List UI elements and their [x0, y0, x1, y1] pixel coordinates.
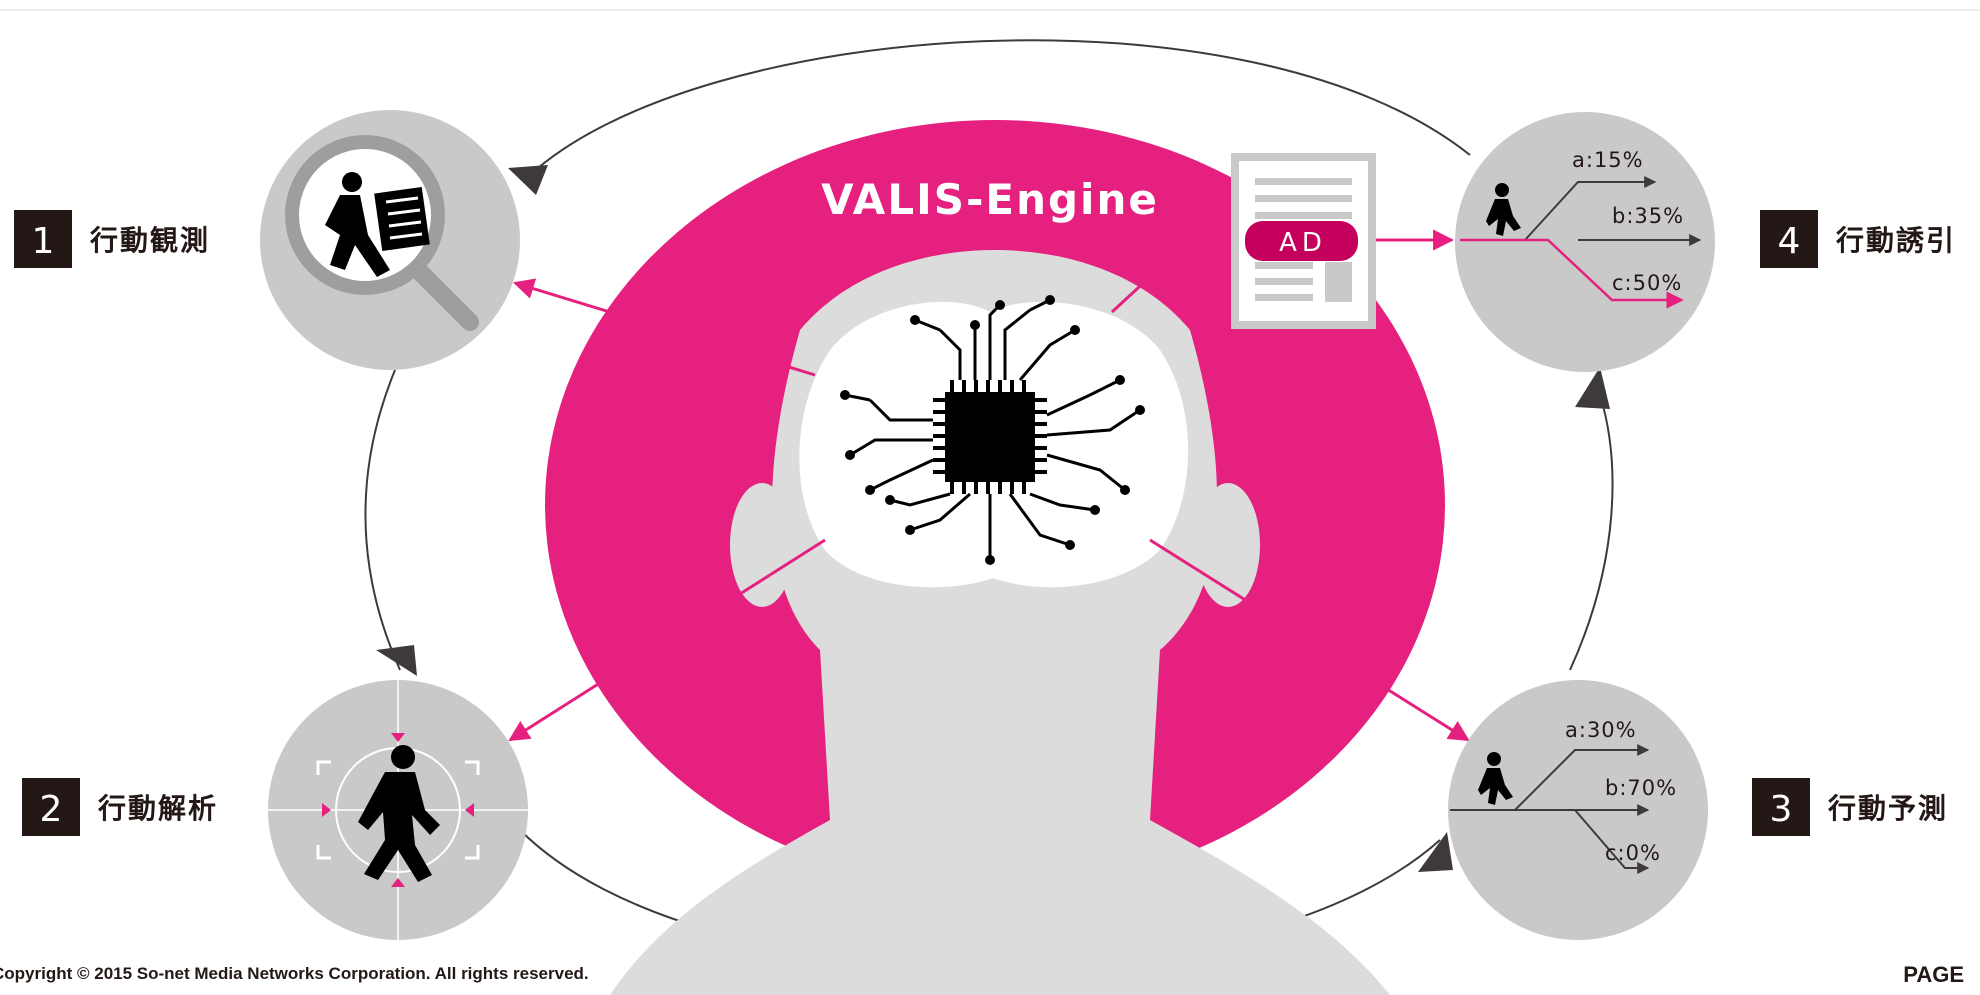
copyright-notice: Copyright © 2015 So-net Media Networks C…	[0, 964, 589, 983]
connector-to-step-3	[1149, 538, 1470, 742]
ad-badge	[1245, 221, 1358, 261]
page-label: PAGE	[1903, 962, 1964, 987]
step-2-node	[268, 680, 528, 940]
step-4-branch-a: a:15%	[1572, 148, 1644, 172]
circuit-nodes	[840, 295, 1145, 565]
step-number: 2	[40, 789, 63, 830]
step-title: 行動誘引	[1835, 224, 1956, 257]
predict-branch-icon: a:30% b:70% c:0%	[1450, 718, 1677, 874]
analyze-target-icon	[268, 680, 528, 940]
arrowhead-to-step-1	[508, 165, 548, 195]
branch-c-line	[1460, 238, 1684, 309]
engine-connectors	[508, 229, 1470, 742]
step-3-branch-a: a:30%	[1565, 718, 1637, 742]
step-3-branch-c: c:0%	[1605, 841, 1661, 865]
branch-c-line	[1574, 809, 1650, 874]
step-title: 行動観測	[89, 224, 210, 257]
arrowhead-to-step-2	[376, 645, 417, 676]
ad-document: AD	[1231, 153, 1376, 329]
induce-branch-icon: a:15% b:35% c:50%	[1460, 148, 1702, 309]
step-2-label: 2 行動解析	[22, 778, 218, 836]
step-3-label: 3 行動予測	[1752, 778, 1948, 836]
connector-to-step-2	[508, 538, 826, 742]
step-4-branch-b: b:35%	[1612, 204, 1684, 228]
step-number-badge	[22, 778, 80, 836]
step-4-branch-c: c:50%	[1612, 271, 1682, 295]
circuit-traces	[844, 298, 1141, 560]
observe-magnifier-icon	[285, 135, 479, 331]
cycle-arrowheads	[376, 165, 1610, 872]
connector-to-ad	[1110, 238, 1250, 314]
engine-title: VALIS-Engine	[821, 175, 1159, 224]
step-number-badge	[14, 210, 72, 268]
step-number-badge	[1752, 778, 1810, 836]
step-number-badge	[1760, 210, 1818, 268]
arrowhead-to-step-4	[1575, 367, 1610, 409]
chip-icon	[933, 380, 1047, 494]
step-4-label: 4 行動誘引	[1760, 210, 1956, 268]
branch-a-line	[1524, 176, 1657, 241]
connector-to-step-1	[512, 278, 816, 377]
step-4-node: a:15% b:35% c:50%	[1455, 112, 1715, 372]
step-number: 1	[32, 221, 55, 262]
step-title: 行動予測	[1827, 792, 1948, 825]
arrowhead-to-step-3	[1418, 832, 1453, 872]
step-number: 4	[1778, 221, 1801, 262]
step-3-branch-b: b:70%	[1605, 776, 1677, 800]
branch-a-line	[1450, 744, 1650, 811]
step-1-node	[260, 110, 520, 370]
step-title: 行動解析	[97, 792, 218, 825]
step-3-node: a:30% b:70% c:0%	[1448, 680, 1708, 940]
step-1-label: 1 行動観測	[14, 210, 210, 268]
ad-label: AD	[1279, 228, 1327, 258]
step-number: 3	[1770, 789, 1793, 830]
